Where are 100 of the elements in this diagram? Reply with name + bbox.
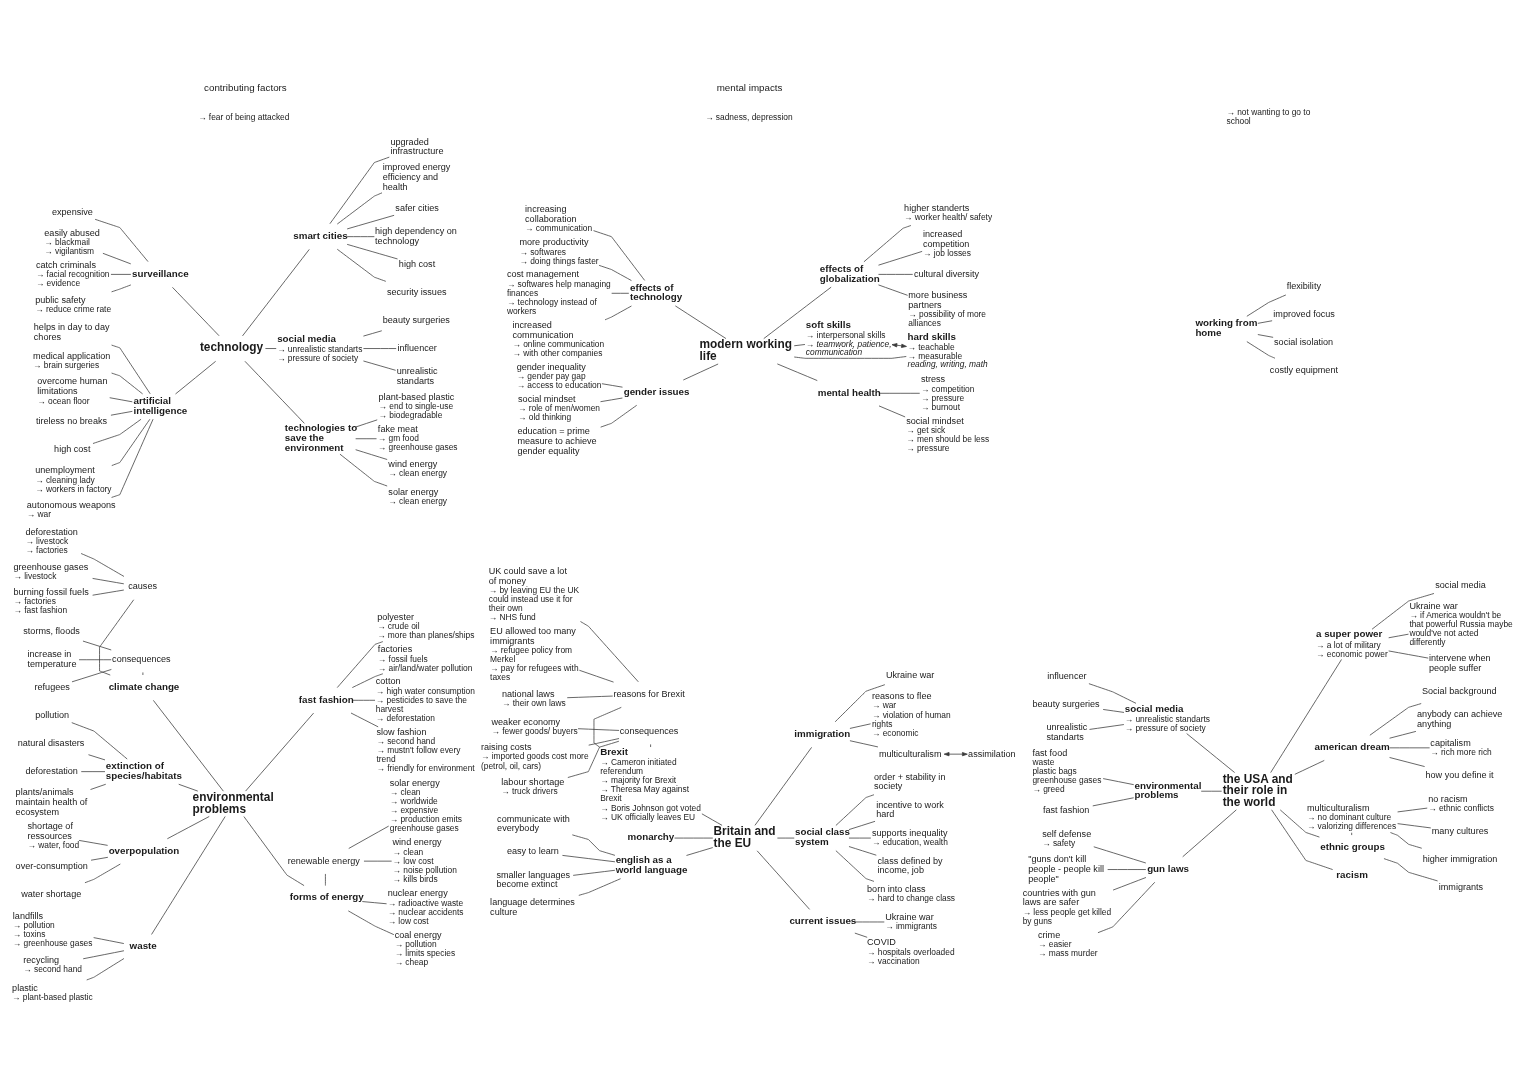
node-text: assimilation [968, 748, 1016, 759]
node-text: environmental problems [1134, 779, 1202, 800]
connector [567, 740, 620, 778]
connector [1388, 650, 1429, 658]
connector [82, 949, 125, 959]
connector [1383, 857, 1438, 881]
connector [835, 849, 875, 882]
node-text: supports inequality → education, wealth [871, 827, 948, 847]
connector [111, 344, 151, 394]
connector [878, 284, 908, 296]
connector [346, 214, 395, 229]
node-text: natural disasters [17, 737, 85, 748]
connector [111, 418, 154, 498]
node-text: causes [128, 580, 157, 591]
node-text: plants/animals maintain health of ecosystem [15, 786, 88, 817]
connector [1107, 868, 1147, 870]
node-text: shortage of ressources → water, food [27, 820, 80, 850]
node-text: increase in temperature [27, 648, 77, 669]
connector [686, 846, 714, 856]
node-text: extinction of species/habitats [105, 759, 182, 781]
connector [1186, 732, 1236, 773]
connector [604, 305, 632, 320]
connector [854, 932, 868, 938]
node-text: tireless no breaks [35, 415, 108, 426]
connector [879, 392, 921, 394]
connector [166, 815, 210, 839]
node-text: social mindset → get sick → men should be less → pressure [906, 415, 990, 453]
node-text: Ukraine war → immigrants [885, 911, 937, 931]
node-text: weaker economy → fewer goods/ buyers [491, 716, 578, 736]
node-text: cultural diversity [913, 268, 979, 279]
node-text: anybody can achieve anything [1417, 708, 1503, 729]
node-text: social media [1435, 579, 1486, 590]
node-text: easy to learn [506, 845, 559, 856]
connector [110, 410, 133, 416]
connector [600, 397, 623, 402]
connector [754, 746, 812, 826]
node-text: self defense → safety [1042, 828, 1092, 848]
node-text: racism [1336, 868, 1368, 880]
node-text: more business partners → possibility of more alliances [908, 289, 987, 328]
arrow [891, 342, 907, 348]
connector [92, 589, 125, 596]
connector [793, 343, 806, 346]
node-text: improved focus [1273, 308, 1335, 319]
node-text: stress → competition → pressure → burnout [920, 373, 975, 412]
node-text: overcome human limitations → ocean floor [37, 375, 108, 405]
connector [572, 869, 616, 876]
node-text: soft skills → interpersonal skills [805, 318, 886, 340]
node-text: expensive [51, 206, 93, 217]
node-text: nuclear energy → radioactive waste → nuclear accidents → low cost [387, 887, 464, 926]
connector [701, 812, 723, 826]
connector [172, 286, 220, 336]
node-text: plant-based plastic → end to single-use → biodegradable [378, 391, 455, 420]
connector [1257, 319, 1273, 324]
connector [88, 753, 106, 760]
connector [99, 598, 135, 675]
node-text: COVID → hospitals overloaded → vaccination [867, 936, 955, 966]
connector [94, 218, 149, 262]
connector [92, 577, 125, 584]
connector [102, 252, 132, 264]
connector [78, 658, 112, 660]
node-text: gun laws [1147, 862, 1189, 874]
node-text: greenhouse gases → livestock [13, 561, 89, 581]
connector [878, 250, 923, 266]
node-text: how you define it [1425, 769, 1494, 780]
connector [363, 360, 397, 371]
node-text: renewable energy [287, 855, 360, 866]
node-text: Ukraine war [885, 669, 935, 680]
connector [1397, 807, 1428, 812]
connector [355, 437, 377, 439]
node-text: mental health [817, 386, 881, 398]
connector [578, 877, 621, 896]
node-text: artificial intelligence [133, 394, 188, 416]
connector [849, 739, 879, 747]
node-text: raising costs → imported goods cost more (petrol, oil, cars) [481, 741, 589, 771]
node-text: deforestation → livestock → factories [25, 526, 78, 555]
node-text: costly equipment [1269, 364, 1338, 375]
connector [1270, 658, 1342, 773]
connector [878, 405, 906, 417]
node-text: UK could save a lot of money → by leaving EU the UK could instead use it for their own → NHS fund [488, 565, 580, 622]
connector [151, 815, 226, 935]
node-text: social media → unrealistic standarts → pressure of society [1124, 702, 1210, 733]
node-text: slow fashion → second hand → mustn't follow every trend → friendly for environment [376, 726, 475, 773]
node-text: factories → fossil fuels → air/land/water pollution [377, 643, 473, 673]
connector [776, 363, 818, 381]
node-text: improved energy efficiency and health [382, 161, 451, 192]
node-text: social media → unrealistic standarts → pressure of society [277, 332, 363, 363]
connector [355, 418, 378, 427]
node-text: cost management → softwares help managing finances → technology instead of workers [506, 268, 611, 316]
node-text: intervene when people suffer [1428, 652, 1491, 673]
node-text: national laws → their own laws [502, 688, 566, 708]
node-text: forms of energy [289, 890, 364, 902]
node-text: landfills → pollution → toxins → greenhouse gases [12, 910, 93, 948]
connector [86, 957, 125, 980]
connector [350, 712, 379, 727]
connector [1246, 294, 1287, 317]
node-text: influencer [397, 342, 437, 353]
node-text: Britain and the EU [713, 823, 776, 850]
node-text: increasing collaboration → communication [525, 203, 593, 233]
connector [848, 845, 877, 856]
connector [878, 273, 914, 275]
